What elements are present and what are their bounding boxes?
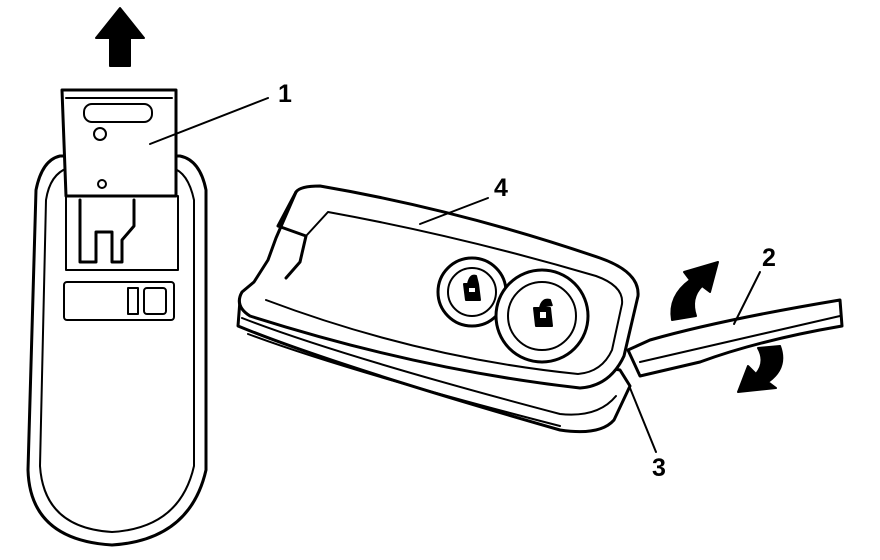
fob-side-seam [241,317,617,416]
leader-line-2 [733,271,761,325]
callout-3: 3 [652,454,666,482]
fob-back-outer-shell [26,154,208,547]
key-grip-slot [83,103,153,123]
battery-clip-left [127,287,139,315]
lock-icon [463,274,481,301]
key-hole-lower [97,179,107,189]
callout-2: 2 [762,244,776,272]
leader-line-3 [629,387,657,453]
screwdriver-blade [626,298,844,378]
screwdriver-edge [639,315,841,363]
unlock-button [494,268,590,364]
leader-line-1 [149,97,269,145]
emergency-key-head [60,88,178,198]
key-slot-cutout [78,198,136,264]
battery-clip-right [143,287,167,315]
key-hole-upper [93,127,107,141]
emergency-key [60,88,178,198]
callout-4: 4 [494,174,508,202]
fob-front-view [236,184,640,434]
up-arrow-icon [95,7,145,67]
curved-down-arrow-icon [737,345,784,393]
fob-back-view [26,154,208,547]
fob-top-bevel [265,211,624,375]
callout-1: 1 [278,80,292,108]
fob-back-inner-rim [39,167,195,533]
battery-compartment [63,281,175,321]
curved-up-arrow-icon [670,261,719,321]
leader-line-4 [419,197,489,225]
fob-side-seam-lower [247,333,561,427]
flat-screwdriver [626,298,844,378]
